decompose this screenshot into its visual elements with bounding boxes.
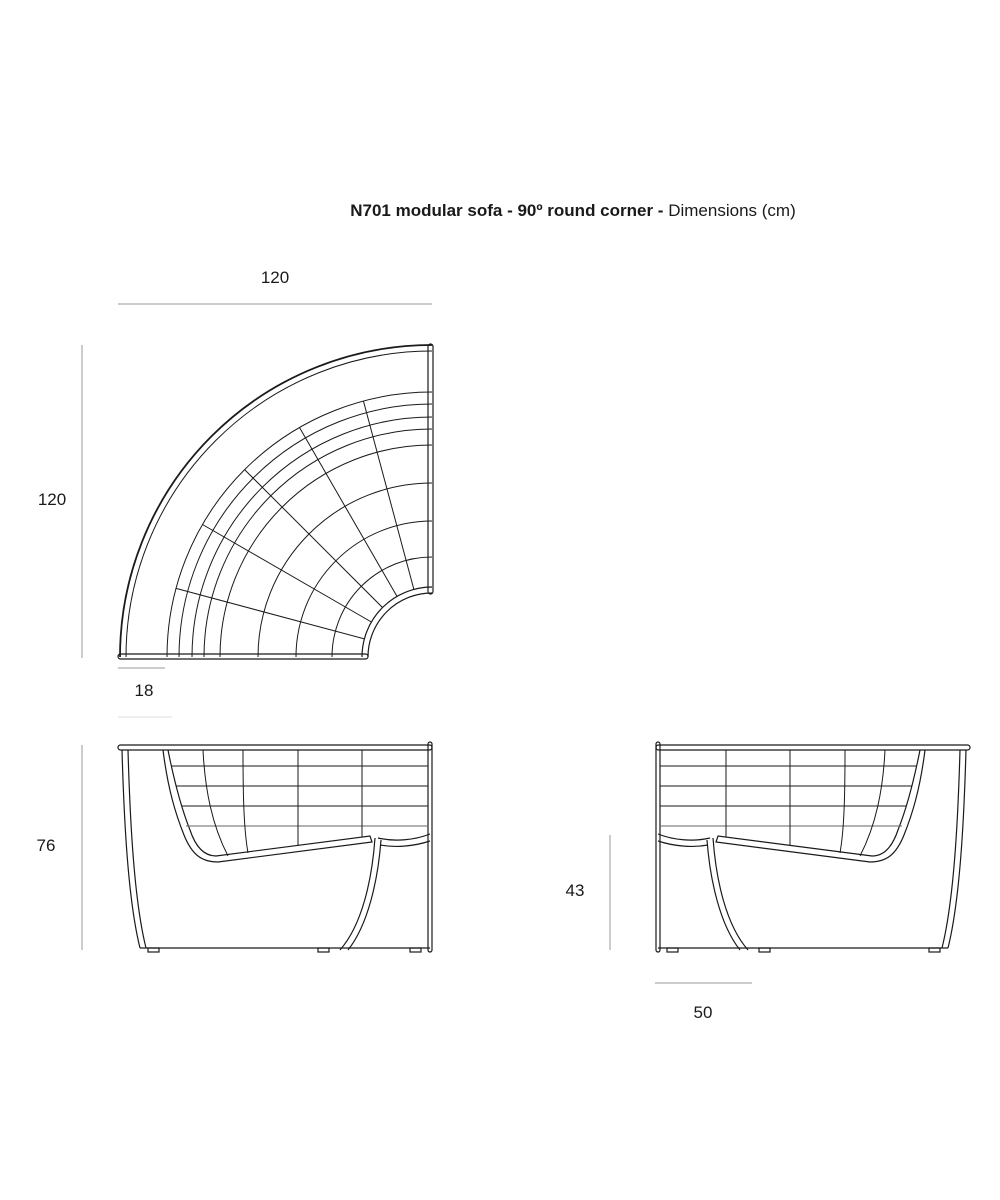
radial-seam xyxy=(362,400,415,590)
dim-top-width: 120 xyxy=(260,268,290,287)
outer-arc xyxy=(119,344,433,658)
outer-arc-inner xyxy=(125,350,433,658)
radial-seam xyxy=(244,469,383,608)
dim-top-depth: 120 xyxy=(37,490,67,509)
drawing-title: N701 modular sofa - 90º round corner - D… xyxy=(0,201,1000,221)
radial-seam xyxy=(299,427,398,597)
title-bold: N701 modular sofa - 90º round corner - xyxy=(350,201,664,220)
side-rail xyxy=(427,343,434,595)
radial-seam xyxy=(175,587,365,640)
top-view xyxy=(117,343,434,660)
title-normal: Dimensions (cm) xyxy=(668,201,796,220)
dim-seat-depth: 50 xyxy=(693,1003,713,1022)
base-rail xyxy=(117,653,369,660)
side-view-left xyxy=(117,741,433,953)
dim-arm-width: 18 xyxy=(134,681,154,700)
side-view-right xyxy=(655,741,971,953)
dim-seat-height: 43 xyxy=(565,881,585,900)
inner-arc xyxy=(367,592,433,658)
dimension-lines xyxy=(81,303,752,984)
radial-seam xyxy=(202,524,372,623)
dim-total-height: 76 xyxy=(36,836,56,855)
